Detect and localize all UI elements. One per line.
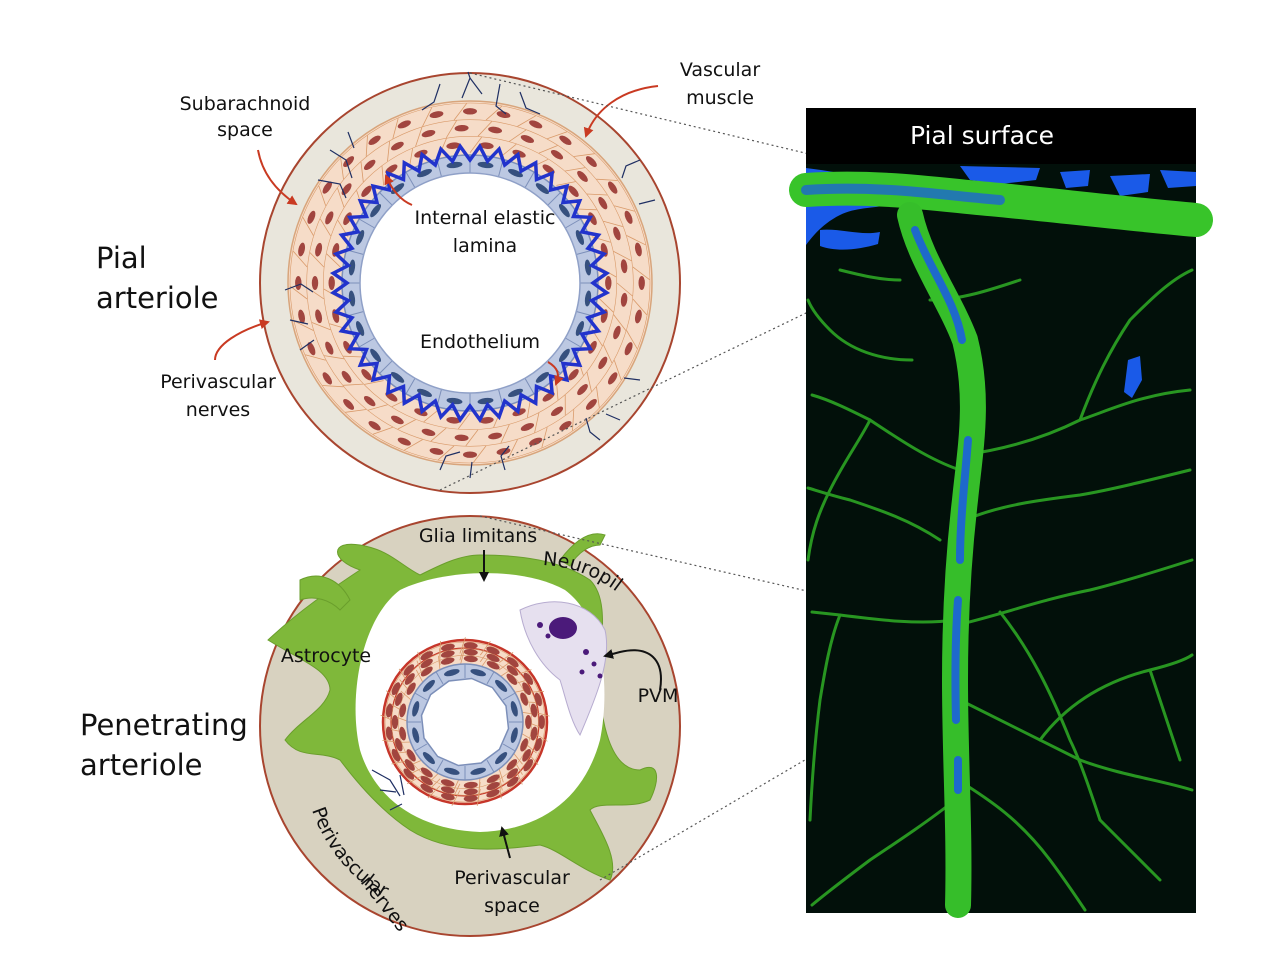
muscle-nucleus [329, 276, 335, 290]
muscle-nucleus [295, 276, 301, 290]
muscle-nucleus [463, 452, 477, 458]
muscle-nucleus [392, 715, 398, 729]
muscle-nucleus [525, 715, 531, 729]
label-iel-1: Internal elastic [415, 207, 556, 229]
pvm-nucleus [549, 617, 577, 639]
label-perivascular-1: Perivascular [160, 371, 276, 393]
pial-arteriole-diagram: Subarachnoid space Vascular muscle Inter… [96, 59, 760, 493]
pen-title-1: Penetrating [80, 708, 248, 742]
label-pen-space-2: space [484, 895, 540, 917]
muscle-nucleus [312, 276, 318, 290]
pial-title-1: Pial [96, 241, 147, 275]
label-glia-limitans: Glia limitans [419, 525, 537, 547]
label-vascular-2: muscle [686, 87, 754, 109]
confocal-micrograph: Pial surface [806, 108, 1196, 913]
muscle-nucleus [539, 715, 545, 729]
label-pen-space-1: Perivascular [454, 867, 570, 889]
penetrating-arteriole-diagram: Glia limitans Neuropil Astrocyte PVM Per… [80, 516, 680, 936]
label-subarachnoid-1: Subarachnoid [180, 93, 311, 115]
muscle-nucleus [605, 276, 611, 290]
label-astrocyte: Astrocyte [281, 645, 371, 667]
pial-title-2: arteriole [96, 281, 219, 315]
pen-title-2: arteriole [80, 748, 203, 782]
label-endothelium: Endothelium [420, 331, 540, 353]
label-subarachnoid-2: space [217, 119, 273, 141]
label-iel-2: lamina [453, 235, 517, 257]
label-vascular-1: Vascular [680, 59, 760, 81]
label-perivascular-2: nerves [186, 399, 250, 421]
muscle-nucleus [463, 108, 477, 114]
vessel-lumen [360, 173, 580, 393]
perivascular-nerves-arrow [215, 322, 268, 360]
label-pvm: PVM [638, 685, 679, 707]
pen-lumen [422, 679, 509, 766]
muscle-nucleus [639, 276, 645, 290]
micrograph-header: Pial surface [910, 121, 1054, 150]
